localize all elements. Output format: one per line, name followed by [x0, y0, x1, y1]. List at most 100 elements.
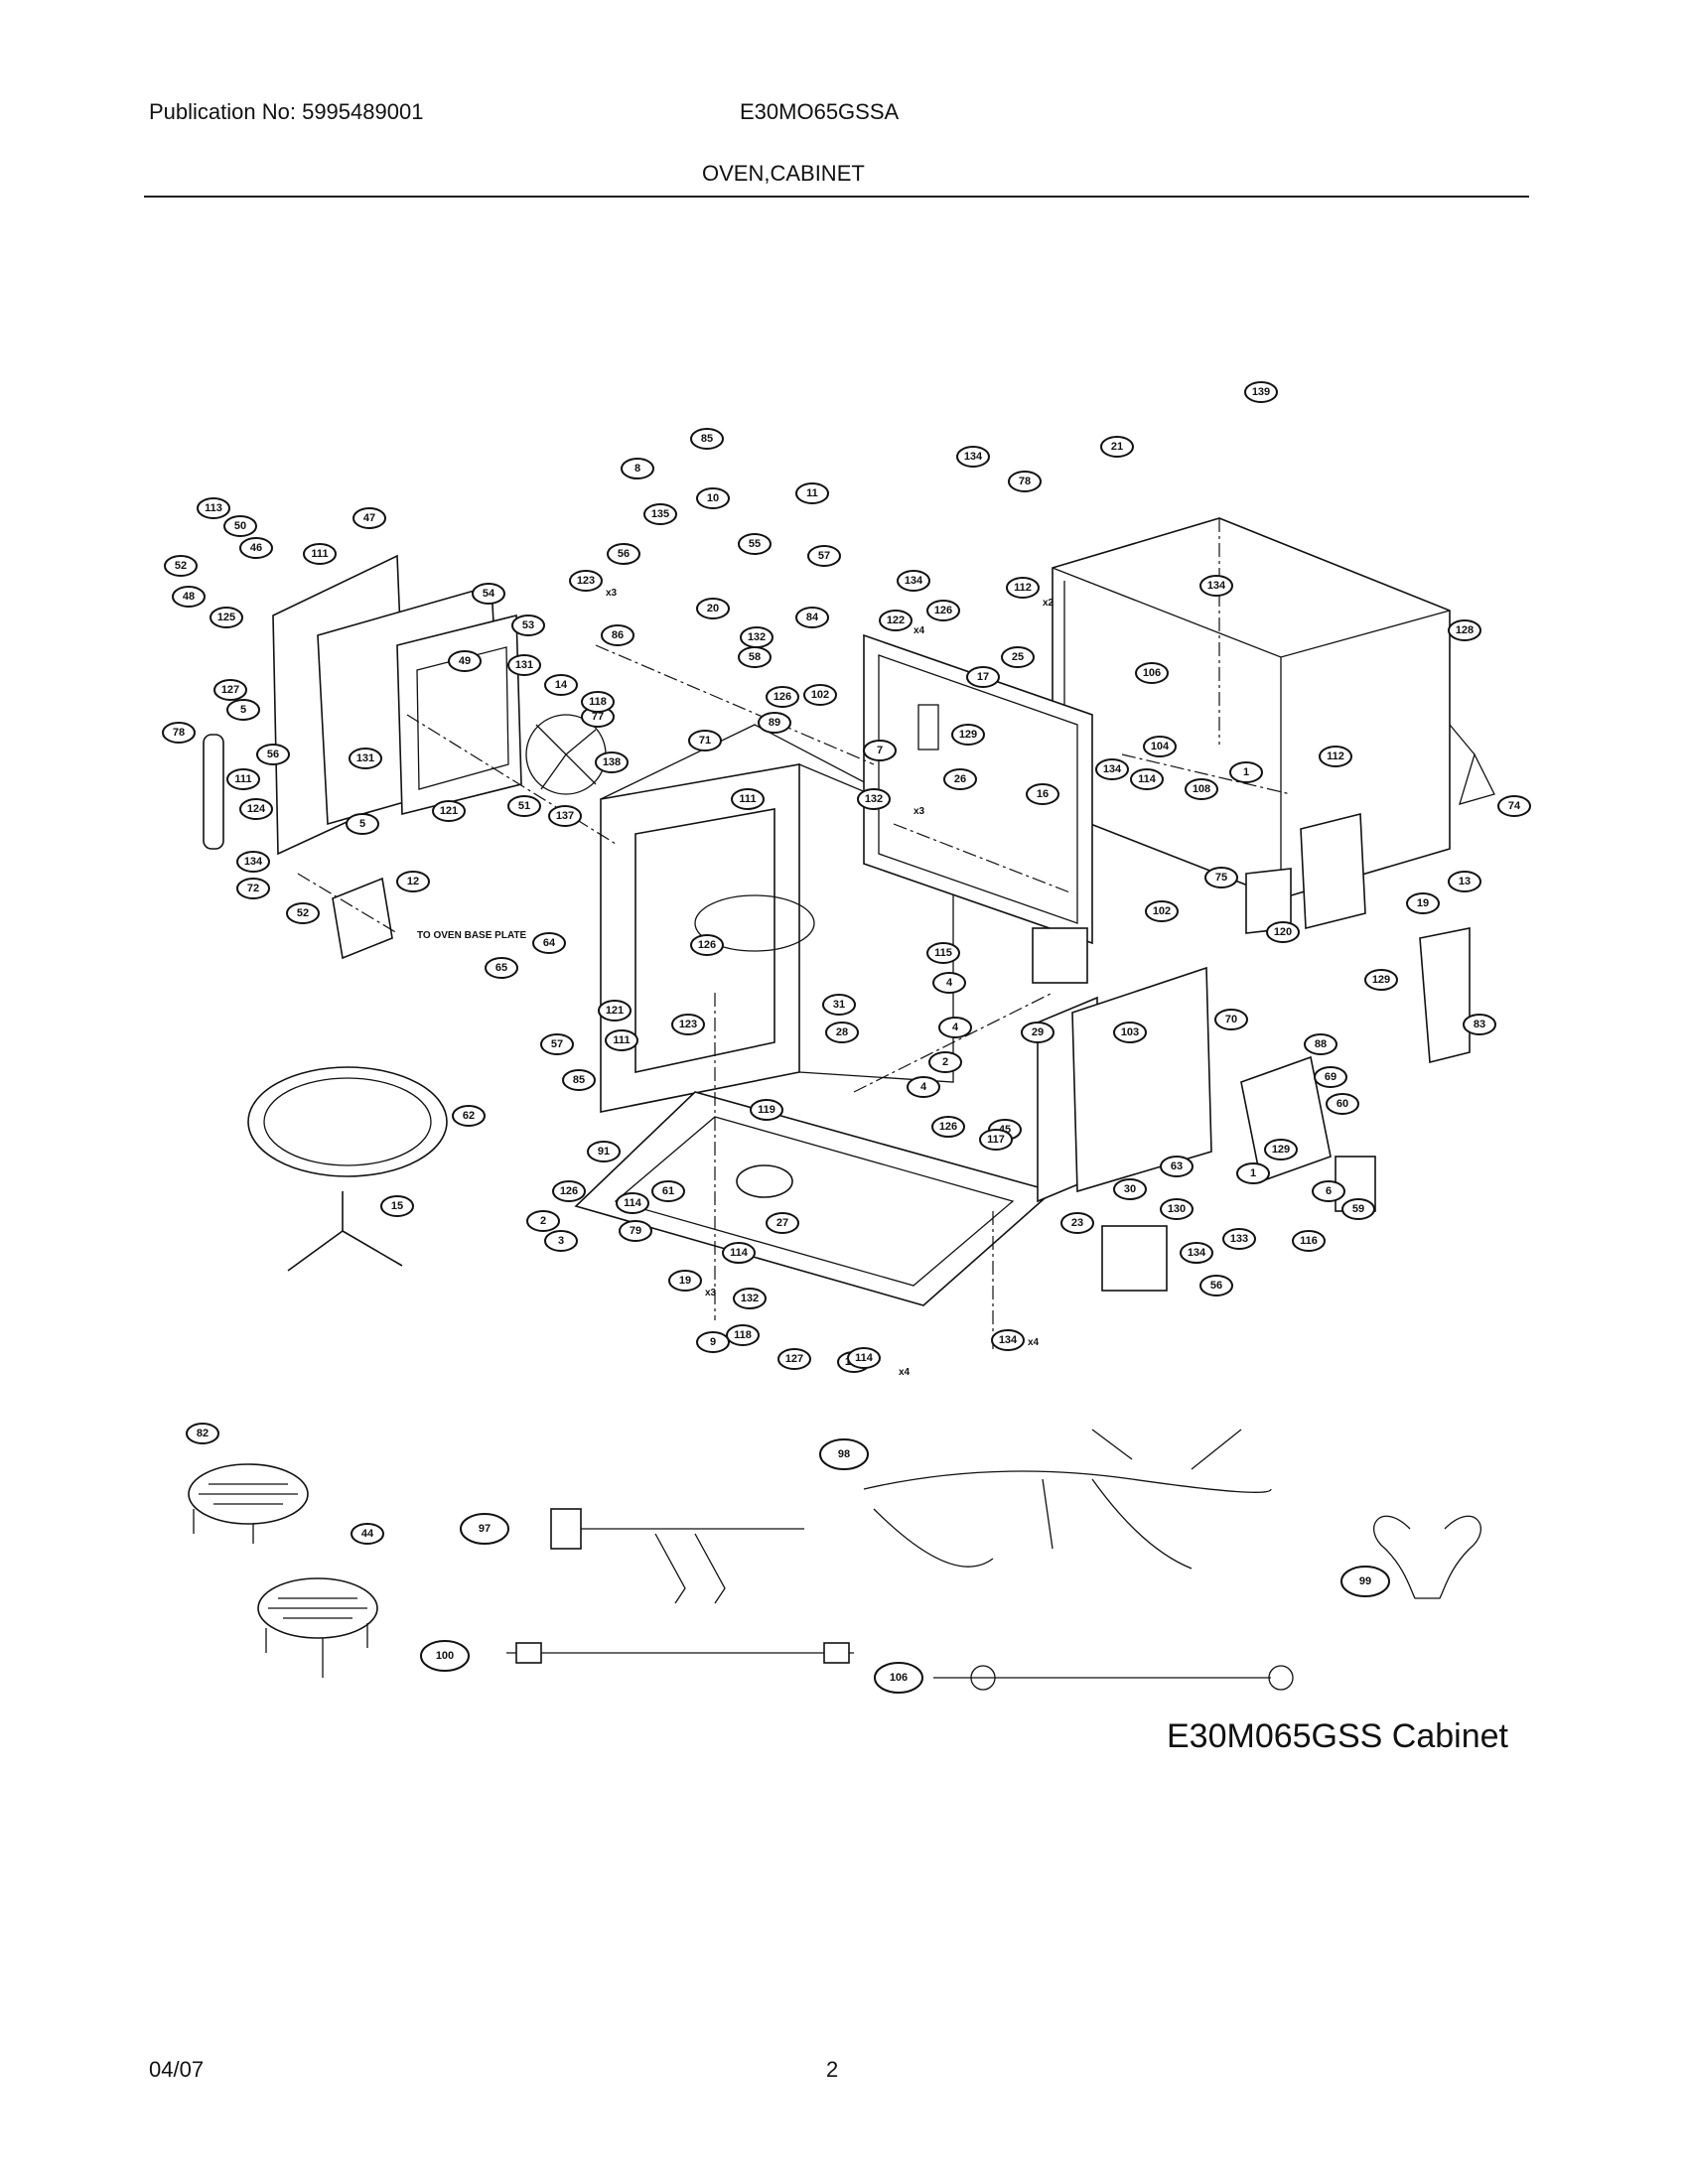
callout-120: 120 — [1266, 921, 1300, 943]
callout-number: 118 — [589, 696, 607, 708]
callout-number: 8 — [634, 463, 640, 475]
oven-rack-low — [188, 1463, 309, 1544]
callout-number: 82 — [197, 1428, 209, 1439]
callout-98: 98 — [819, 1438, 869, 1470]
callout-126: 126 — [552, 1180, 586, 1202]
cooling-fan — [1449, 724, 1495, 805]
model-number: E30MO65GSSA — [740, 99, 900, 124]
callout-88: 88 — [1304, 1033, 1337, 1055]
callout-131: 131 — [349, 748, 382, 769]
callout-134: 134 — [897, 570, 930, 592]
diagram-caption: E30M065GSS Cabinet — [1167, 1717, 1508, 1755]
callout-12: 12 — [396, 871, 430, 892]
callout-82: 82 — [186, 1423, 219, 1444]
callout-number: 46 — [250, 542, 262, 554]
panel-cover — [1071, 966, 1212, 1193]
callout-number: 10 — [707, 492, 719, 504]
callout-115: 115 — [926, 942, 960, 964]
callout-number: 61 — [662, 1185, 674, 1197]
callout-number: 5 — [359, 818, 365, 830]
note-x4: x4 — [914, 625, 925, 636]
callout-111: 111 — [226, 768, 260, 790]
callout-19: 19 — [1406, 892, 1440, 914]
callout-89: 89 — [758, 712, 791, 734]
callout-106: 106 — [1135, 662, 1169, 684]
callout-number: 122 — [887, 614, 905, 626]
section-title: OVEN,CABINET — [702, 161, 865, 186]
callout-number: 134 — [964, 451, 983, 463]
callout-number: 5 — [240, 704, 246, 716]
callout-number: 48 — [183, 591, 195, 603]
callout-number: 103 — [1121, 1026, 1139, 1038]
callout-number: 3 — [558, 1235, 564, 1247]
callout-111: 111 — [731, 788, 765, 810]
callout-56: 56 — [607, 543, 640, 565]
callout-number: 57 — [551, 1038, 563, 1050]
callout-16: 16 — [1026, 783, 1059, 805]
callout-number: 62 — [463, 1110, 475, 1122]
callout-126: 126 — [931, 1116, 965, 1138]
callout-83: 83 — [1463, 1014, 1496, 1035]
callout-118: 118 — [726, 1324, 760, 1346]
callout-number: 56 — [267, 749, 279, 760]
callout-number: 84 — [806, 612, 819, 623]
callout-number: 120 — [1274, 926, 1292, 938]
callout-51: 51 — [507, 795, 541, 817]
callout-85: 85 — [562, 1069, 596, 1091]
publication-number: Publication No: 5995489001 — [149, 99, 424, 124]
callout-number: 51 — [518, 800, 530, 812]
callout-number: 134 — [1103, 763, 1122, 775]
callout-47: 47 — [352, 507, 386, 529]
callout-number: 53 — [522, 619, 534, 631]
callout-114: 114 — [1130, 768, 1164, 790]
callout-132: 132 — [740, 626, 774, 648]
callout-number: 12 — [407, 876, 419, 887]
callout-17: 17 — [966, 666, 1000, 688]
callout-number: 132 — [865, 793, 883, 805]
callout-126: 126 — [926, 600, 960, 621]
callout-number: 126 — [774, 691, 791, 703]
callout-number: 49 — [459, 655, 471, 667]
door-seal — [203, 734, 224, 850]
callout-number: 102 — [1153, 905, 1171, 917]
callout-79: 79 — [619, 1220, 652, 1242]
callout-number: 6 — [1326, 1185, 1332, 1197]
callout-11: 11 — [795, 482, 829, 504]
callout-56: 56 — [256, 744, 290, 765]
callout-6: 6 — [1312, 1180, 1345, 1202]
callout-number: 111 — [613, 1034, 630, 1046]
callout-85: 85 — [690, 428, 724, 450]
callout-23: 23 — [1060, 1212, 1094, 1234]
callout-129: 129 — [1364, 969, 1398, 991]
callout-number: 104 — [1151, 741, 1170, 752]
callout-56: 56 — [1199, 1275, 1233, 1297]
callout-number: 23 — [1071, 1217, 1083, 1229]
callout-number: 16 — [1037, 788, 1049, 800]
leader-lines — [297, 644, 1292, 1350]
callout-74: 74 — [1497, 795, 1531, 817]
callout-125: 125 — [210, 607, 243, 628]
callout-number: 113 — [205, 502, 222, 514]
callout-number: 47 — [363, 512, 375, 524]
callout-number: 74 — [1508, 800, 1521, 812]
callout-number: 85 — [701, 433, 713, 445]
callout-121: 121 — [432, 800, 466, 822]
callout-number: 89 — [769, 717, 780, 729]
callout-number: 108 — [1193, 783, 1210, 795]
callout-75: 75 — [1204, 867, 1238, 888]
callout-number: 134 — [999, 1334, 1018, 1346]
callout-number: 27 — [776, 1217, 788, 1229]
callout-number: 121 — [606, 1005, 624, 1017]
callout-139: 139 — [1244, 381, 1278, 403]
callout-108: 108 — [1185, 778, 1218, 800]
callout-9: 9 — [696, 1331, 730, 1353]
callout-number: 56 — [618, 548, 630, 560]
callout-134: 134 — [236, 851, 270, 873]
callout-number: 133 — [1230, 1233, 1248, 1245]
callout-number: 14 — [555, 679, 568, 691]
callout-134: 134 — [991, 1329, 1025, 1351]
callout-64: 64 — [532, 932, 566, 954]
callout-number: 128 — [1456, 624, 1474, 636]
callout-78: 78 — [162, 722, 196, 744]
callout-number: 111 — [234, 773, 251, 785]
